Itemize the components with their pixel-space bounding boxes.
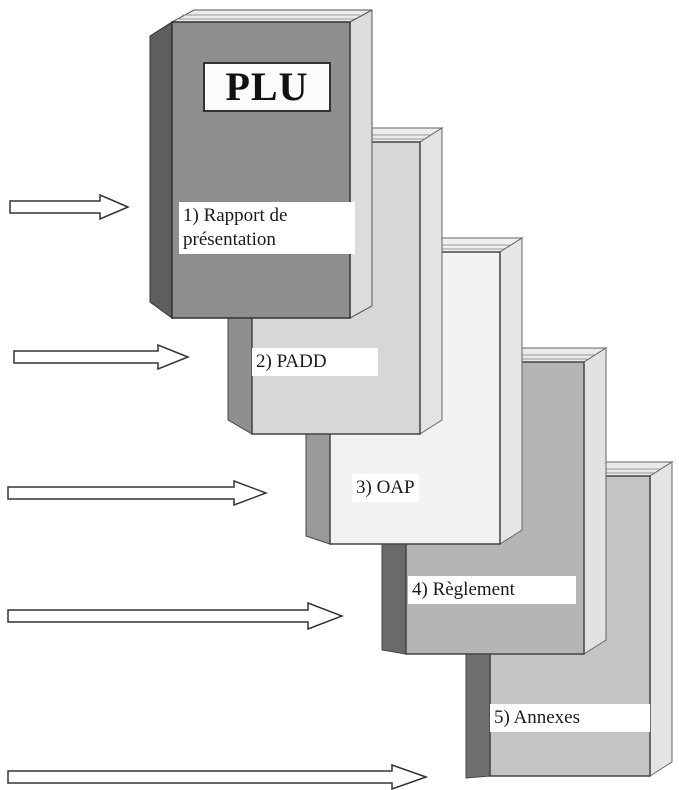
label-padd: 2) PADD bbox=[252, 348, 378, 376]
label-rapport-line1: 1) Rapport de bbox=[183, 205, 288, 226]
right-arrow-icon bbox=[7, 602, 344, 630]
label-rapport: 1) Rapport de présentation bbox=[179, 202, 355, 254]
right-arrow-icon bbox=[9, 194, 130, 220]
label-annexes: 5) Annexes bbox=[490, 704, 650, 732]
label-oap: 3) OAP bbox=[352, 474, 419, 502]
right-arrow-icon bbox=[13, 344, 190, 370]
right-arrow-icon bbox=[7, 764, 428, 790]
label-rapport-line2: présentation bbox=[183, 229, 276, 250]
book-rapport bbox=[149, 9, 373, 319]
plu-title: PLU bbox=[203, 62, 331, 112]
right-arrow-icon bbox=[7, 480, 268, 506]
label-reglement: 4) Règlement bbox=[408, 576, 576, 604]
